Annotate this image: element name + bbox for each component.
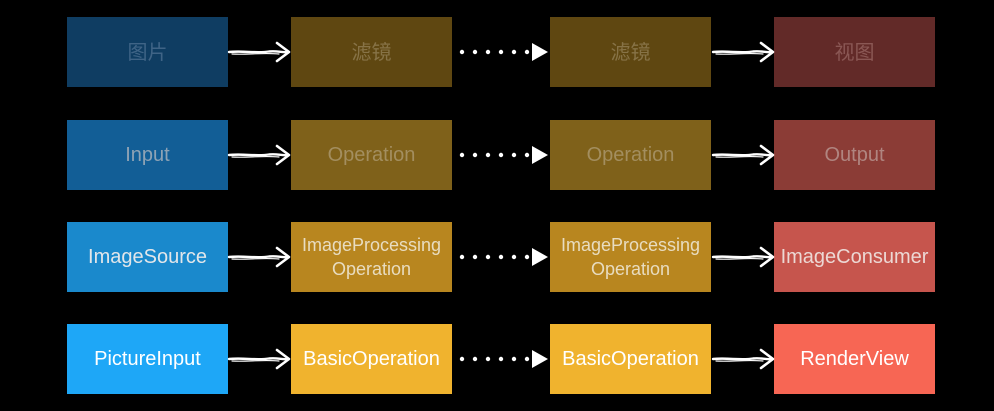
- row3-col2-label: ImageProcessing Operation: [301, 235, 442, 279]
- row1-col1-label: 图片: [127, 40, 168, 64]
- row3-col1-box: ImageSource: [67, 222, 228, 292]
- row3-col3-box: ImageProcessing Operation: [550, 222, 711, 292]
- row4-col3-box: BasicOperation: [550, 324, 711, 394]
- row2-col1-label: Input: [125, 144, 170, 166]
- row1-col3-box: 滤镜: [550, 17, 711, 87]
- row2-col3-label: Operation: [586, 144, 675, 166]
- row4-col1-label: PictureInput: [94, 348, 201, 370]
- row1-col2-box: 滤镜: [291, 17, 452, 87]
- row2-col1-box: Input: [67, 120, 228, 190]
- arrow-row4-b: [711, 348, 775, 370]
- row4-col4-box: RenderView: [774, 324, 935, 394]
- arrow-row2-a: [227, 144, 291, 166]
- row1-col2-label: 滤镜: [351, 40, 392, 64]
- arrow-row3-a: [227, 246, 291, 268]
- arrow-row1-b: [711, 41, 775, 63]
- dotted-arrow-row2: [459, 146, 548, 164]
- arrow-row2-b: [711, 144, 775, 166]
- arrow-row1-a: [227, 41, 291, 63]
- row3-col4-box: ImageConsumer: [774, 222, 935, 292]
- row3-col2-box: ImageProcessing Operation: [291, 222, 452, 292]
- dotted-arrow-row4: [459, 350, 548, 368]
- row4-col2-box: BasicOperation: [291, 324, 452, 394]
- arrow-row3-b: [711, 246, 775, 268]
- row1-col3-label: 滤镜: [610, 40, 651, 64]
- row1-col4-label: 视图: [834, 40, 875, 64]
- row4-col4-label: RenderView: [800, 348, 909, 370]
- row1-col1-box: 图片: [67, 17, 228, 87]
- row2-col4-label: Output: [824, 144, 885, 166]
- row2-col2-label: Operation: [327, 144, 416, 166]
- row2-col2-box: Operation: [291, 120, 452, 190]
- row3-col3-label: ImageProcessing Operation: [560, 235, 701, 279]
- row4-col2-label: BasicOperation: [303, 348, 440, 370]
- dotted-arrow-row1: [459, 43, 548, 61]
- row4-col3-label: BasicOperation: [562, 348, 699, 370]
- row2-col4-box: Output: [774, 120, 935, 190]
- arrow-row4-a: [227, 348, 291, 370]
- row3-col1-label: ImageSource: [88, 246, 207, 268]
- row4-col1-box: PictureInput: [67, 324, 228, 394]
- row2-col3-box: Operation: [550, 120, 711, 190]
- dotted-arrow-row3: [459, 248, 548, 266]
- row1-col4-box: 视图: [774, 17, 935, 87]
- row3-col4-label: ImageConsumer: [780, 246, 929, 268]
